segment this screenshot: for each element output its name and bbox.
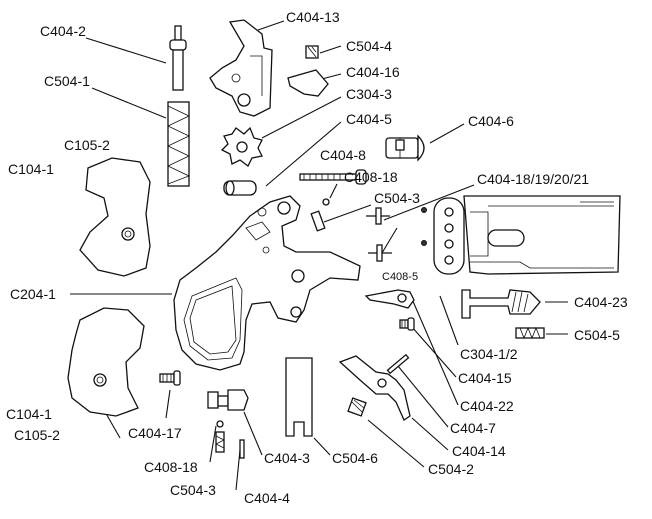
part-barrel-assembly bbox=[433, 195, 621, 275]
label-c404-18-21: C404-18/19/20/21 bbox=[477, 171, 589, 187]
part-trigger-spring-plate bbox=[285, 357, 313, 437]
label-c104-1-top: C104-1 bbox=[8, 161, 54, 177]
part-small-spring-a bbox=[305, 45, 319, 59]
part-trigger bbox=[338, 355, 411, 421]
label-c504-2: C504-2 bbox=[428, 461, 474, 477]
label-c504-3-bot: C504-3 bbox=[170, 482, 216, 498]
label-c105-2-top: C105-2 bbox=[64, 137, 110, 153]
part-detent-ball-top bbox=[322, 198, 330, 206]
label-c404-17: C404-17 bbox=[128, 425, 182, 441]
label-c504-4: C504-4 bbox=[346, 38, 392, 54]
label-c304-3: C304-3 bbox=[346, 86, 392, 102]
label-c404-7: C404-7 bbox=[450, 420, 496, 436]
label-c404-15: C404-15 bbox=[458, 370, 512, 386]
part-detent-ball-bottom bbox=[216, 420, 224, 428]
part-trigger-pin bbox=[386, 353, 410, 375]
label-c404-13: C404-13 bbox=[286, 9, 340, 25]
label-c404-23: C404-23 bbox=[574, 294, 628, 310]
label-c404-2: C404-2 bbox=[40, 23, 86, 39]
label-c304-1-2: C304-1/2 bbox=[460, 346, 518, 362]
label-c504-5: C504-5 bbox=[574, 327, 620, 343]
label-c408-18-bot: C408-18 bbox=[144, 459, 198, 475]
part-hammer-block bbox=[287, 69, 329, 97]
part-grip-bottom bbox=[67, 307, 145, 417]
part-barrel-latch bbox=[461, 289, 541, 319]
part-small-pin bbox=[239, 439, 245, 459]
part-long-screw bbox=[299, 169, 367, 185]
part-grip-top bbox=[79, 157, 151, 277]
label-c204-1: C204-1 bbox=[10, 286, 56, 302]
part-hinge-screw bbox=[385, 134, 425, 162]
label-c408-18-top: C408-18 bbox=[344, 169, 398, 185]
label-c404-5: C404-5 bbox=[346, 111, 392, 127]
label-c404-4: C404-4 bbox=[244, 490, 290, 506]
part-main-spring bbox=[167, 101, 191, 187]
part-detent-spring-top bbox=[310, 210, 326, 232]
part-ratchet bbox=[220, 126, 263, 167]
part-trigger-spring bbox=[347, 397, 367, 417]
part-detent-spring-bottom bbox=[215, 431, 225, 453]
label-c404-6: C404-6 bbox=[468, 113, 514, 129]
label-c404-14: C404-14 bbox=[452, 443, 506, 459]
label-c504-6: C504-6 bbox=[332, 450, 378, 466]
part-hammer bbox=[209, 19, 273, 117]
label-c104-1-bot: C104-1 bbox=[6, 406, 52, 422]
part-pin bbox=[223, 180, 257, 196]
label-c404-3: C404-3 bbox=[264, 450, 310, 466]
label-c504-1: C504-1 bbox=[44, 73, 90, 89]
label-c105-2-bot: C105-2 bbox=[14, 427, 60, 443]
part-grip-screw bbox=[159, 370, 181, 386]
label-c404-16: C404-16 bbox=[346, 64, 400, 80]
label-c504-3-top: C504-3 bbox=[374, 190, 420, 206]
part-firing-pin bbox=[169, 25, 187, 91]
part-firing-pins-pair bbox=[366, 207, 427, 262]
part-latch-spring bbox=[515, 326, 545, 340]
label-c408-5: C408-5 bbox=[382, 271, 418, 283]
part-labels: C404-2 C404-13 C504-4 C404-16 C504-1 C30… bbox=[6, 9, 628, 506]
part-frame bbox=[173, 195, 361, 371]
label-c404-22: C404-22 bbox=[460, 398, 514, 414]
label-c404-8: C404-8 bbox=[320, 147, 366, 163]
part-extractor-screw bbox=[399, 317, 415, 331]
part-cam bbox=[207, 389, 249, 411]
leader-lines bbox=[70, 20, 568, 491]
part-extractor bbox=[364, 289, 415, 309]
